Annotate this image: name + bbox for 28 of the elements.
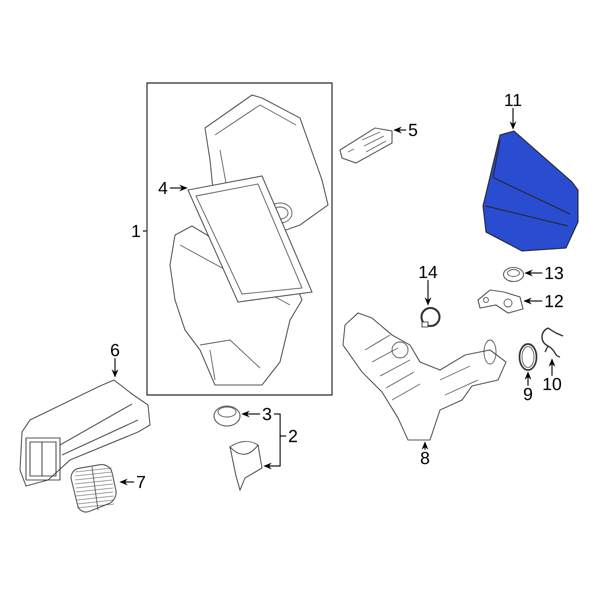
callout-number: 2: [289, 430, 297, 442]
air-box-cover-drawing: [482, 130, 578, 252]
duct-holder-drawing: [230, 441, 262, 490]
seal-ring-drawing: [518, 343, 538, 371]
callout-number: 10: [544, 378, 562, 390]
clip-drawing: [541, 327, 564, 358]
air-intake-snorkel-drawing: [20, 380, 150, 487]
sensor-drawing: [340, 128, 392, 164]
callout-number: 1: [132, 225, 140, 238]
grommet-drawing: [214, 406, 240, 426]
callout-number: 13: [546, 266, 563, 280]
bracket-drawing: [478, 290, 524, 314]
callout-number: 9: [524, 388, 532, 400]
callout-number: 3: [262, 408, 272, 420]
leader-line: [142, 230, 147, 232]
callout-number: 5: [408, 124, 418, 136]
intake-duct-drawing: [342, 312, 507, 440]
callout-number: 14: [420, 266, 438, 278]
callout-number: 7: [137, 476, 145, 488]
hose-clamp-drawing: [420, 307, 440, 328]
callout-number: 4: [158, 182, 168, 194]
callout-number: 6: [111, 344, 120, 356]
grommet-drawing: [503, 267, 524, 282]
callout-number: 12: [546, 294, 563, 308]
callout-number: 11: [505, 94, 522, 106]
grille-filter-drawing: [70, 464, 117, 512]
air-cleaner-frame: [146, 82, 333, 396]
callout-number: 8: [420, 452, 430, 464]
